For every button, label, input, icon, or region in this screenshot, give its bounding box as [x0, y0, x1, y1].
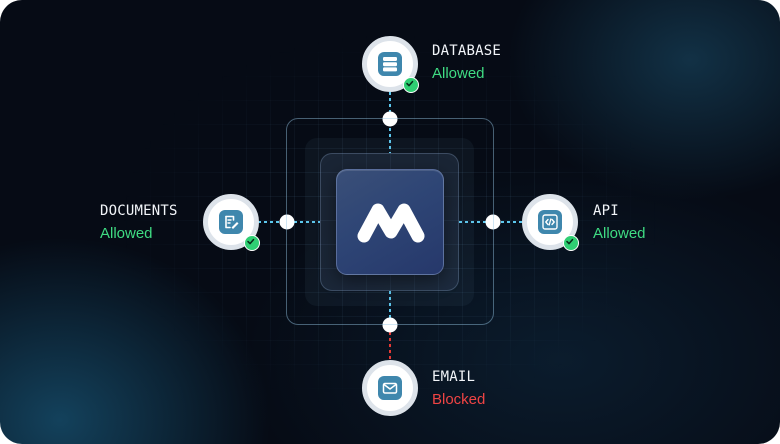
node-name: DATABASE: [432, 43, 502, 59]
node-name: API: [593, 203, 619, 219]
node-api[interactable]: [522, 194, 579, 251]
check-badge-icon: [563, 235, 579, 251]
label-email: EMAIL Blocked: [432, 368, 485, 409]
label-documents: DOCUMENTS Allowed: [100, 202, 178, 243]
mail-icon: [378, 376, 402, 400]
junction-dot-database: [382, 111, 398, 127]
hub-core[interactable]: [336, 169, 444, 275]
junction-dot-email: [382, 317, 398, 333]
label-api: API Allowed: [593, 202, 646, 243]
check-badge-icon: [244, 235, 260, 251]
node-status: Allowed: [100, 225, 153, 242]
junction-dot-documents: [279, 214, 295, 230]
m-logo-icon: [357, 203, 425, 243]
document-edit-icon: [219, 210, 243, 234]
database-icon: [378, 52, 402, 76]
node-name: DOCUMENTS: [100, 203, 178, 219]
label-database: DATABASE Allowed: [432, 42, 501, 83]
node-status: Allowed: [593, 225, 646, 242]
check-badge-icon: [403, 77, 419, 93]
node-database[interactable]: [362, 36, 419, 93]
hub-frame-outer: [286, 118, 494, 325]
node-documents[interactable]: [203, 194, 260, 251]
junction-dot-api: [485, 214, 501, 230]
node-status: Blocked: [432, 391, 486, 408]
node-status: Allowed: [432, 65, 485, 82]
code-icon: [538, 210, 562, 234]
node-email[interactable]: [362, 360, 418, 416]
node-name: EMAIL: [432, 369, 476, 385]
